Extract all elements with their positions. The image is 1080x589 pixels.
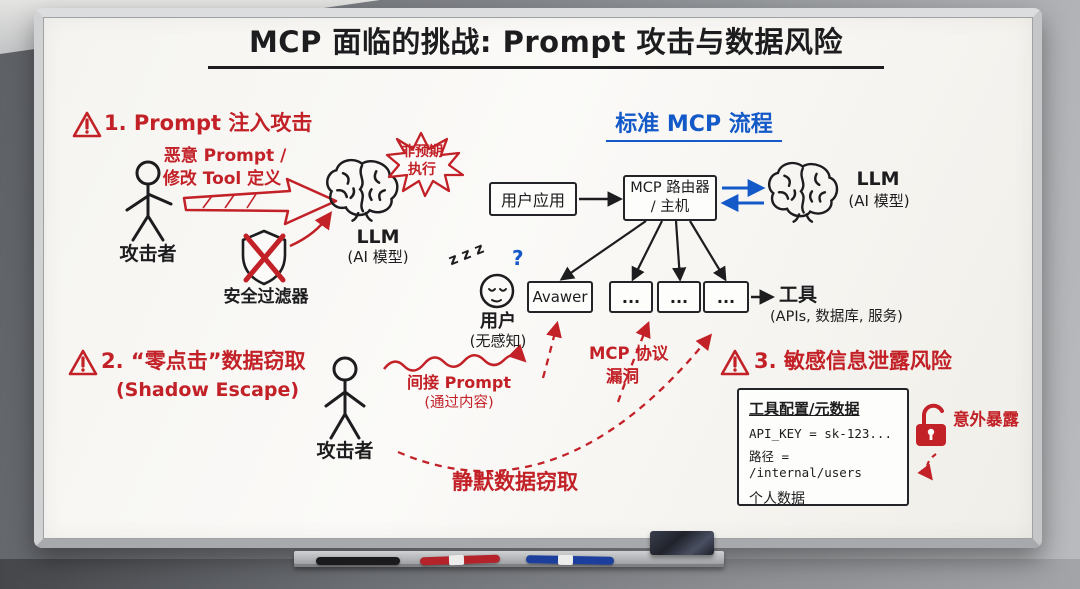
llm-label-2: LLM <box>856 168 900 190</box>
tools-sublabel: (APIs, 数据库, 服务) <box>770 309 903 325</box>
whiteboard-eraser <box>650 531 714 555</box>
indirect-prompt-label-2: (通过内容) <box>424 395 494 411</box>
page-title: MCP 面临的挑战: Prompt 攻击与数据风险 <box>208 25 884 70</box>
blue-marker <box>525 554 615 566</box>
indirect-prompt-label-1: 间接 Prompt <box>407 373 511 392</box>
user-label: 用户 <box>480 311 516 332</box>
marker-label-band <box>557 554 573 566</box>
config-personal-data-line: 个人数据 <box>749 491 805 507</box>
accidental-leak-label: 意外暴露 <box>953 410 1019 429</box>
tool-box-2: ... <box>609 281 653 313</box>
mcp-router-box: MCP 路由器 / 主机 <box>623 175 717 221</box>
tool-box-3: ... <box>657 281 701 313</box>
marker-label-band <box>448 554 464 566</box>
user-sublabel: (无感知) <box>469 332 527 350</box>
attacker-label-2: 攻击者 <box>316 440 374 462</box>
tool-box-4-label: ... <box>716 287 736 307</box>
config-api-key-line: API_KEY = sk-123... <box>749 426 892 441</box>
section1-heading: 1. Prompt 注入攻击 <box>104 111 313 135</box>
llm-sublabel-2: (AI 模型) <box>848 192 910 210</box>
user-app-box: 用户应用 <box>489 182 577 216</box>
llm-sublabel-1: (AI 模型) <box>347 248 409 266</box>
config-box-title: 工具配置/元数据 <box>749 400 860 418</box>
question-mark-label: ? <box>512 246 524 270</box>
user-app-label: 用户应用 <box>500 191 565 210</box>
tool-box-2-label: ... <box>621 287 641 307</box>
router-label-line1: MCP 路由器 <box>630 180 710 197</box>
marker-tray <box>294 551 724 567</box>
burst-label-2: 执行 <box>408 162 436 178</box>
section2-subheading: (Shadow Escape) <box>116 379 300 401</box>
malicious-prompt-label-1: 恶意 Prompt / <box>163 146 287 166</box>
burst-label-1: 非预期 <box>401 144 443 160</box>
section2-heading: 2. “零点击”数据窃取 <box>101 349 306 373</box>
mcp-vulnerability-label-1: MCP 协议 <box>589 344 669 363</box>
mcp-vulnerability-label-2: 漏洞 <box>606 367 639 386</box>
tool-config-metadata-box: 工具配置/元数据 API_KEY = sk-123... 路径 = /inter… <box>737 388 909 507</box>
black-marker <box>316 557 400 565</box>
tools-label: 工具 <box>779 284 818 306</box>
section3-heading: 3. 敏感信息泄露风险 <box>754 349 952 373</box>
malicious-prompt-label-2: 修改 Tool 定义 <box>162 169 282 189</box>
flow-heading: 标准 MCP 流程 <box>606 112 782 143</box>
tool-box-4: ... <box>703 281 749 313</box>
router-label-line2: / 主机 <box>650 199 690 215</box>
tool-box-1: Avawer <box>527 281 593 313</box>
tool-box-3-label: ... <box>669 287 689 307</box>
llm-label-1: LLM <box>356 226 400 248</box>
config-path-line: 路径 = /internal/users <box>749 449 862 480</box>
silent-exfiltration-label: 静默数据窃取 <box>452 470 578 494</box>
shield-label: 安全过滤器 <box>223 287 309 307</box>
tool-box-1-label: Avawer <box>532 288 588 306</box>
attacker-label-1: 攻击者 <box>119 243 177 265</box>
